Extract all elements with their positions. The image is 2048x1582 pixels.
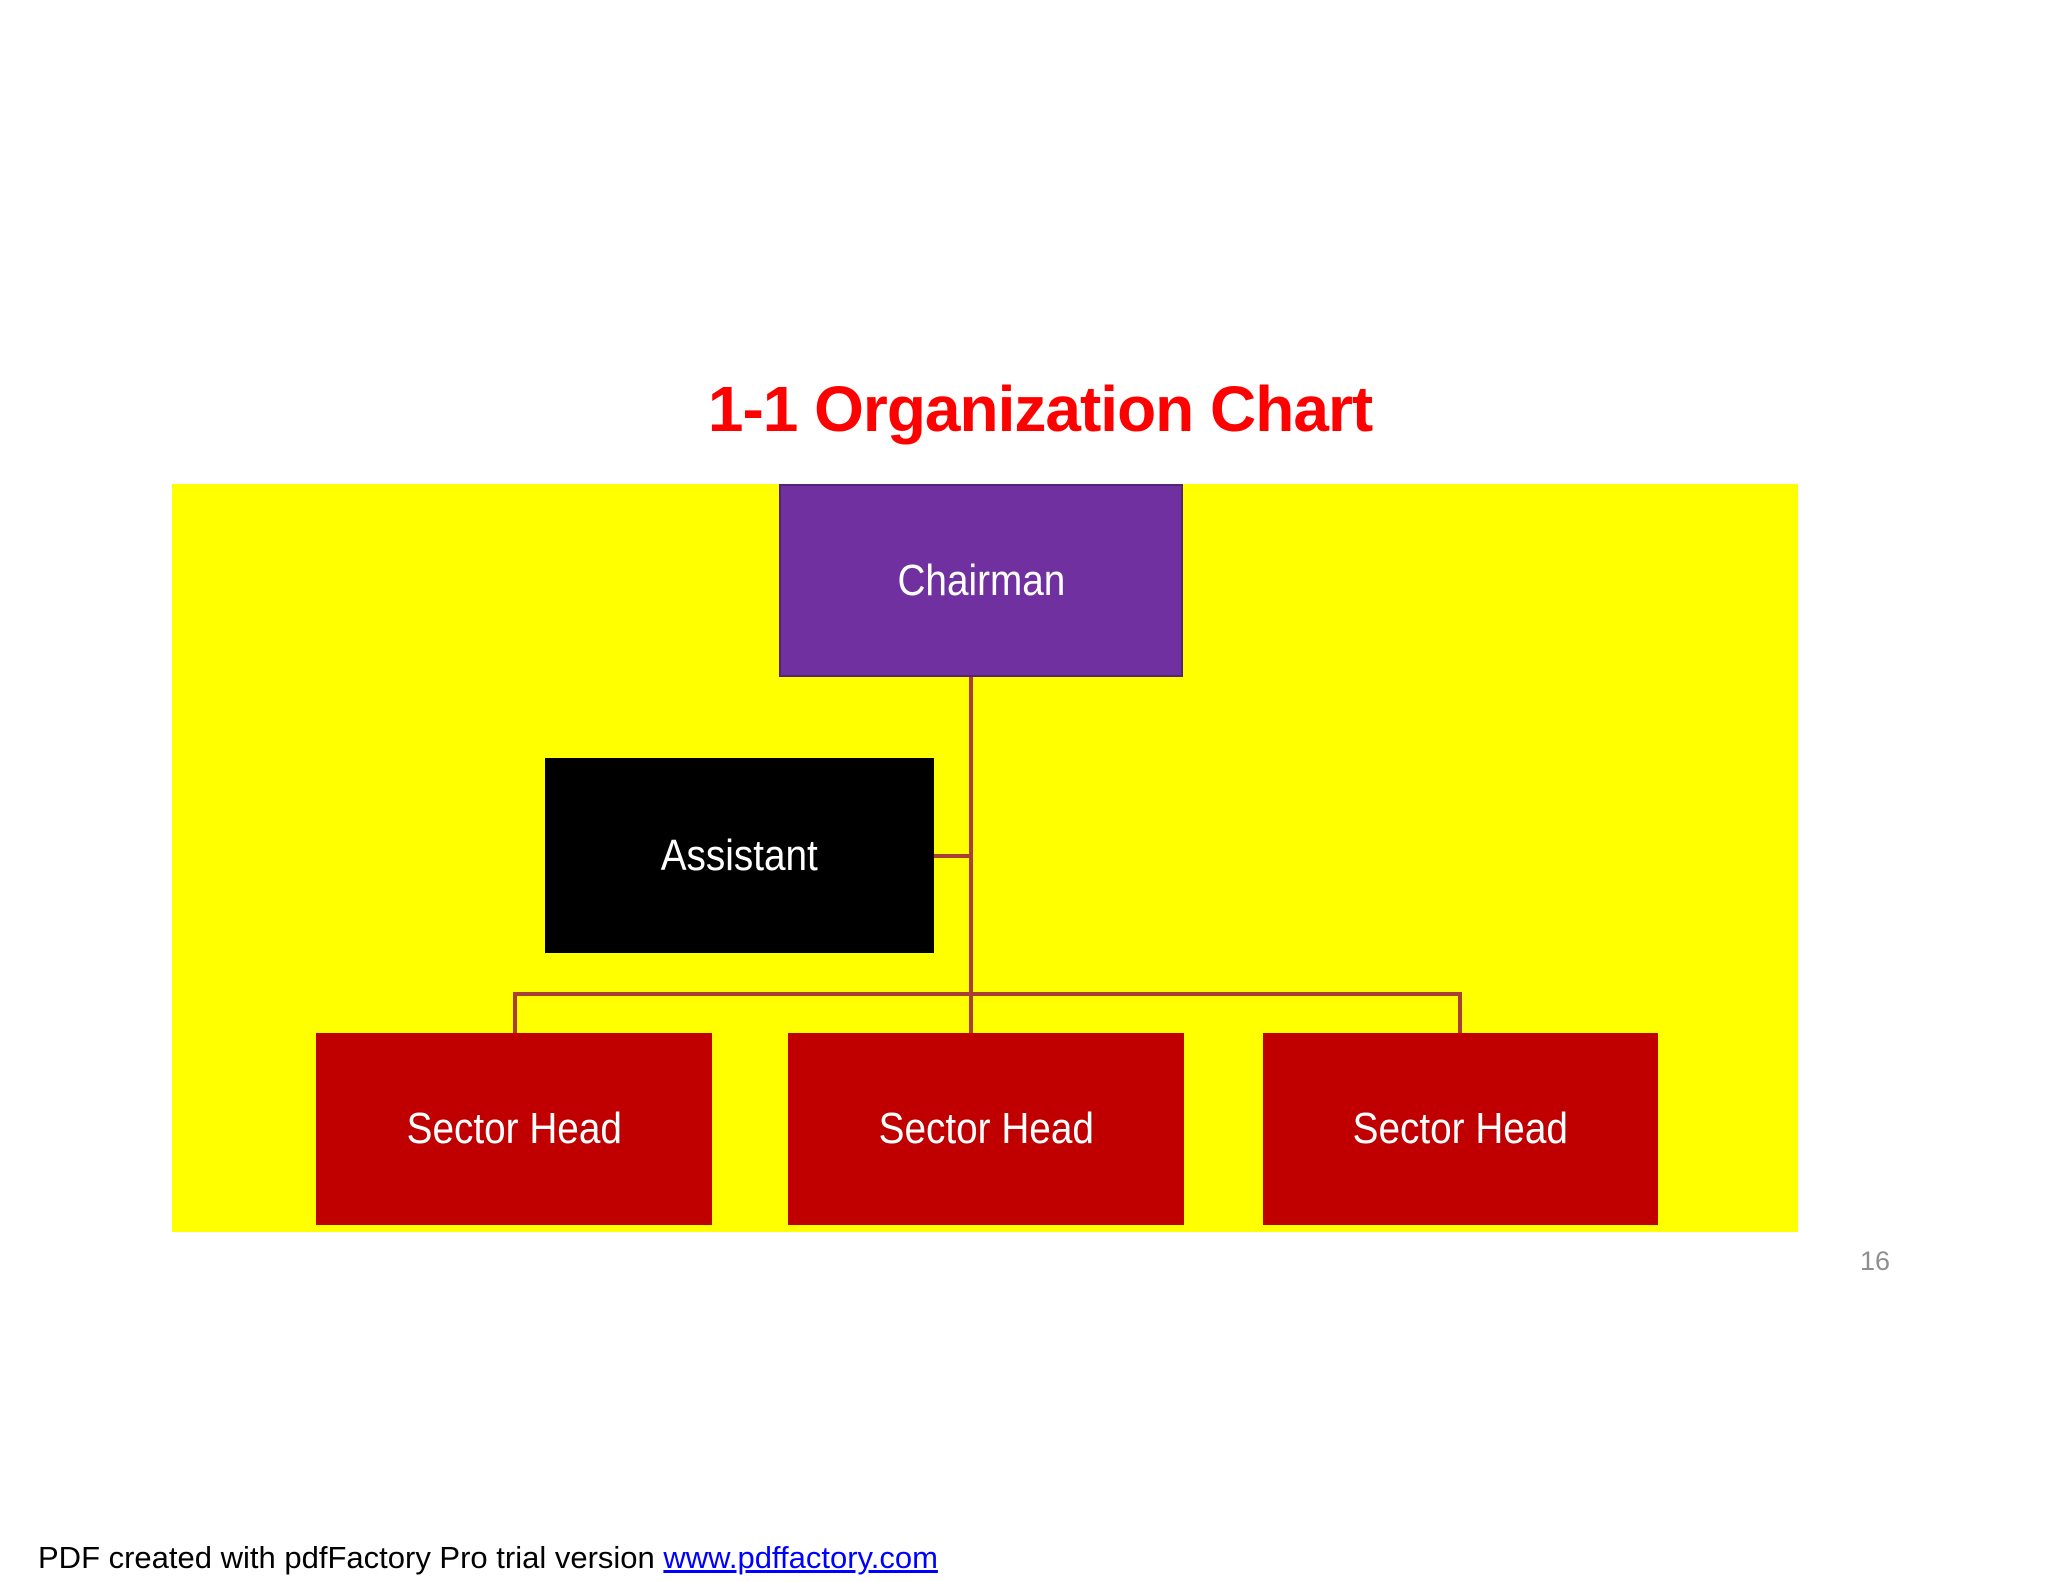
org-node-sector-head-3: Sector Head (1263, 1033, 1658, 1225)
connector-sector1-drop (513, 992, 517, 1033)
pdf-footer: PDF created with pdfFactory Pro trial ve… (38, 1540, 938, 1576)
pdf-footer-text: PDF created with pdfFactory Pro trial ve… (38, 1540, 664, 1575)
connector-sector3-drop (1458, 992, 1462, 1033)
org-node-assistant-label: Assistant (660, 830, 819, 880)
org-node-chairman-label: Chairman (897, 555, 1065, 605)
pdffactory-link[interactable]: www.pdffactory.com (663, 1540, 938, 1575)
org-node-sector-head-3-label: Sector Head (1352, 1104, 1569, 1153)
org-node-sector-head-2: Sector Head (788, 1033, 1184, 1225)
org-node-sector-head-1-label: Sector Head (406, 1104, 622, 1153)
page-title: 1-1 Organization Chart (707, 373, 1373, 445)
org-node-sector-head-1: Sector Head (316, 1033, 712, 1225)
org-node-chairman: Chairman (779, 484, 1183, 677)
page-number: 16 (1860, 1246, 1891, 1276)
org-node-sector-head-2-label: Sector Head (878, 1104, 1094, 1153)
connector-assistant-horizontal (933, 854, 973, 858)
org-node-assistant: Assistant (545, 758, 934, 953)
connector-branch-horizontal (513, 992, 1462, 996)
